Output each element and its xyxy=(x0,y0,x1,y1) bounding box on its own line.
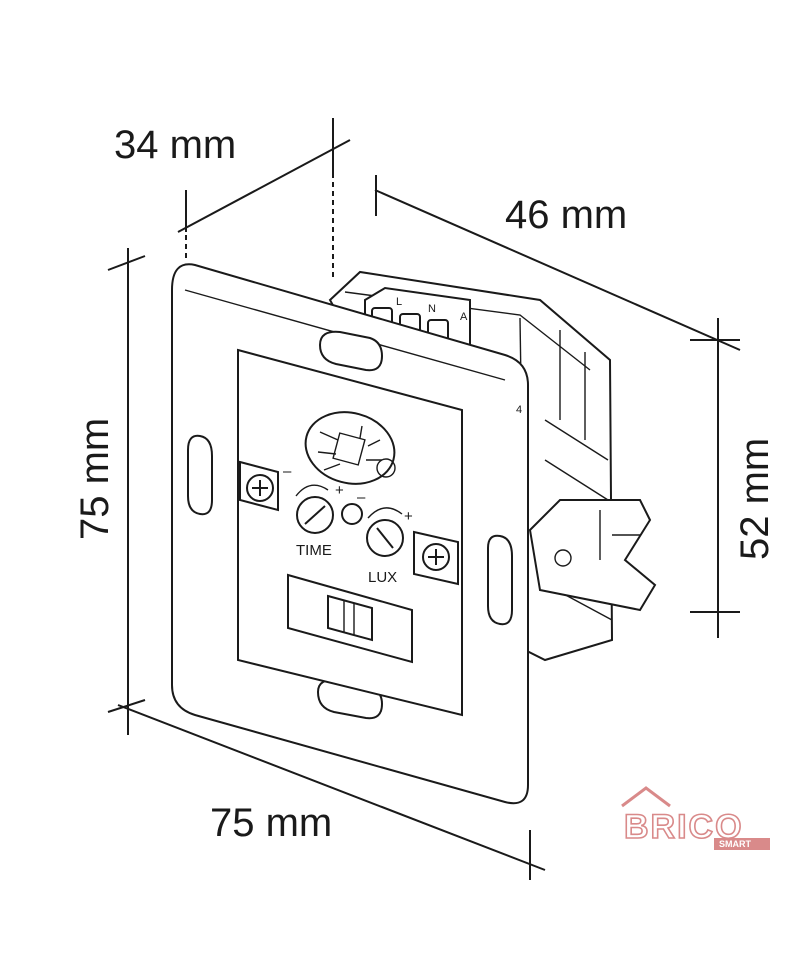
mark-4-label: 4 xyxy=(516,404,522,416)
time-minus-sign: – xyxy=(283,463,292,480)
mounting-clip xyxy=(528,499,657,612)
indicator-led xyxy=(341,503,363,525)
depth-dimension-label: 34 mm xyxy=(114,123,236,167)
frame-height-dimension-label: 75 mm xyxy=(73,418,117,540)
mode-switch xyxy=(287,573,413,664)
body-width-dimension-label: 46 mm xyxy=(505,193,627,237)
frame-width-dimension-label: 75 mm xyxy=(210,801,332,845)
lux-plus-sign: + xyxy=(404,508,413,525)
body-height-dimension-label: 52 mm xyxy=(733,438,777,560)
sensor-module-face xyxy=(237,348,463,717)
time-knob-icon xyxy=(295,484,334,534)
brico-smart-logo: BRICO SMART xyxy=(621,786,770,850)
lux-label: LUX xyxy=(368,569,397,586)
logo-sub-text: SMART xyxy=(719,839,751,849)
time-label: TIME xyxy=(296,542,332,559)
mounting-slots xyxy=(187,330,513,720)
lux-knob-icon xyxy=(366,507,404,557)
terminal-n-label: N xyxy=(428,303,436,315)
right-terminal-screw-icon xyxy=(413,530,459,586)
terminal-a-label: A xyxy=(460,311,468,323)
sensor-eye-icon xyxy=(304,411,396,485)
lux-minus-sign: – xyxy=(357,489,366,506)
left-terminal-screw-icon xyxy=(239,460,279,512)
time-plus-sign: + xyxy=(335,482,344,499)
dimension-lines xyxy=(107,118,741,880)
terminal-l-label: L xyxy=(396,296,402,308)
